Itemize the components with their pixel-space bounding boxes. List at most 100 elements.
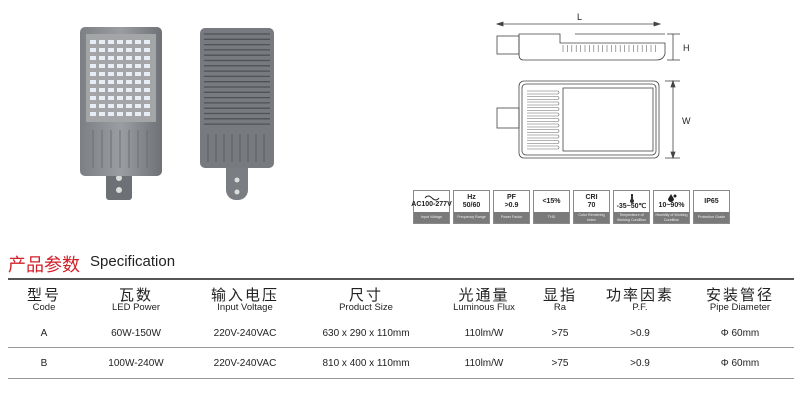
rib [527, 145, 560, 150]
led-chip [135, 40, 141, 44]
led-chip [135, 88, 141, 92]
table-bottom-rule [8, 378, 794, 379]
street-light-back-image [200, 28, 274, 200]
led-chip [135, 104, 141, 108]
rib [527, 140, 560, 144]
led-chip [108, 48, 114, 52]
street-light-front-image [80, 27, 162, 200]
column-header-en: Input Voltage [217, 302, 273, 313]
led-chip [108, 112, 114, 116]
length-label: L [577, 12, 582, 22]
column-header-cn: 输入电压 [210, 286, 279, 304]
led-chip [144, 104, 150, 108]
width-label: W [682, 116, 691, 126]
led-chip [90, 48, 96, 52]
led-chip [108, 80, 114, 84]
led-chip [144, 72, 150, 76]
table-cell: 810 x 400 x 110mm [322, 358, 410, 369]
column-header-en: Pipe Diameter [709, 302, 771, 313]
led-chip [117, 72, 123, 76]
rib [527, 101, 560, 106]
table-cell: 110lm/W [464, 358, 504, 369]
led-chip [99, 64, 105, 68]
rib [527, 96, 560, 100]
row-divider [8, 347, 794, 348]
section-title-en: Specification [90, 253, 176, 270]
led-chip [99, 40, 105, 44]
column-header-cn: 功率因素 [605, 286, 674, 304]
led-chip [90, 56, 96, 60]
column-header-en: Luminous Flux [453, 302, 515, 313]
table-cell: 110lm/W [464, 328, 504, 339]
led-chip [108, 96, 114, 100]
led-chip [144, 56, 150, 60]
led-chip [135, 64, 141, 68]
led-chip [144, 80, 150, 84]
led-chip [117, 112, 123, 116]
badge-value: PF >0.9 [504, 194, 519, 209]
led-chip [117, 40, 123, 44]
led-chip [126, 88, 132, 92]
badge-6: 10~90%Humidity of Working Condition [653, 190, 690, 224]
led-chip [99, 112, 105, 116]
led-chip [99, 56, 105, 60]
rib [527, 129, 560, 133]
water-drop-icon [667, 194, 676, 202]
led-chip [90, 40, 96, 44]
led-chip [99, 80, 105, 84]
badge-value: IP65 [704, 198, 719, 205]
badge-label: Protection Grade [694, 212, 729, 223]
led-chip [90, 112, 96, 116]
led-chip [126, 56, 132, 60]
sine-wave-icon [424, 195, 439, 201]
led-chip [117, 56, 123, 60]
led-chip [99, 88, 105, 92]
thermometer-icon [629, 193, 634, 203]
badge-3: <15%THD [533, 190, 570, 224]
table-cell: >0.9 [630, 328, 650, 339]
column-header-cn: 型号 [26, 286, 61, 304]
led-chip [126, 64, 132, 68]
led-chip [90, 96, 96, 100]
led-chip [108, 64, 114, 68]
led-chip [90, 104, 96, 108]
rib [527, 134, 560, 139]
column-header-en: Code [32, 302, 56, 313]
table-cell: Φ 60mm [720, 358, 760, 369]
badge-label: Power Factor [494, 212, 529, 223]
badge-value: Hz 50/60 [462, 194, 481, 209]
badge-value: 10~90% [658, 202, 685, 209]
rib [527, 112, 560, 117]
table-cell: >75 [551, 358, 569, 369]
led-chip [117, 48, 123, 52]
column-header-cn: 安装管径 [705, 286, 774, 304]
led-chip [99, 104, 105, 108]
rib [527, 107, 560, 111]
table-cell: 100W-240W [108, 358, 164, 369]
led-chip [126, 40, 132, 44]
table-cell: Φ 60mm [720, 328, 760, 339]
led-chip [108, 56, 114, 60]
led-chip [144, 88, 150, 92]
height-label: H [683, 43, 690, 53]
led-chip [90, 64, 96, 68]
led-chip [144, 112, 150, 116]
table-cell: A [40, 328, 48, 339]
led-chip [117, 88, 123, 92]
led-chip [126, 112, 132, 116]
led-chip [126, 72, 132, 76]
column-header-cn: 光通量 [458, 286, 510, 304]
badge-value: -35~50℃ [616, 202, 647, 210]
column-header-cn: 尺寸 [348, 286, 383, 304]
table-cell: >75 [551, 328, 569, 339]
dimension-drawing: L H W [495, 12, 691, 160]
led-chip [126, 48, 132, 52]
led-chip [126, 96, 132, 100]
led-chip [135, 56, 141, 60]
